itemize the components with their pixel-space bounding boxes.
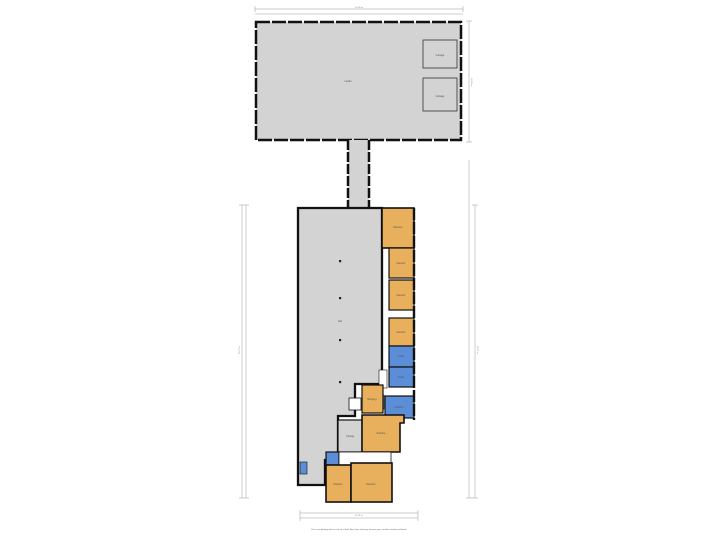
dimension-texts: 49.98 m 18.89 m 66.71 m 58.73 m 21.95 m [239,7,478,517]
label-garage-lower: Garage [436,94,445,98]
footer-note: Dit is een plattegrond en niet op schaal… [311,528,407,531]
corridor [346,140,371,208]
label-office-1: Kantoor [393,225,402,229]
dim-top: 49.98 m [355,7,363,9]
dim-bottom: 21.95 m [355,515,363,517]
label-blue-upper: Toilet [398,354,404,358]
lower-area [299,384,405,503]
warehouse-top [254,20,463,142]
label-blue-lower: Keuken [395,405,404,409]
label-hall: Hal [338,319,342,323]
dimension-lines [239,6,478,521]
label-blue-mid: Toilet [398,375,404,379]
label-bottom-left: Kantoor [333,482,342,486]
room-labels: Loods Garage Garage Hal Kantoor Kantoor … [333,53,444,486]
dim-right-top: 18.89 m [470,78,472,86]
label-big-orange: Kantine [377,431,386,435]
label-office-4: Kantoor [396,330,405,334]
label-office-3: Kantoor [396,293,405,297]
label-storage: Opslag [346,434,355,438]
dim-right-bottom: 66.71 m [476,346,478,354]
label-office-2: Kantoor [396,261,405,265]
label-garage-upper: Garage [436,53,445,57]
label-small-room: Berging [368,397,377,401]
label-bottom-right: Kantoor [366,482,375,486]
label-warehouse: Loods [344,79,352,83]
dim-left-bottom: 58.73 m [239,346,241,354]
right-wing [378,207,416,420]
